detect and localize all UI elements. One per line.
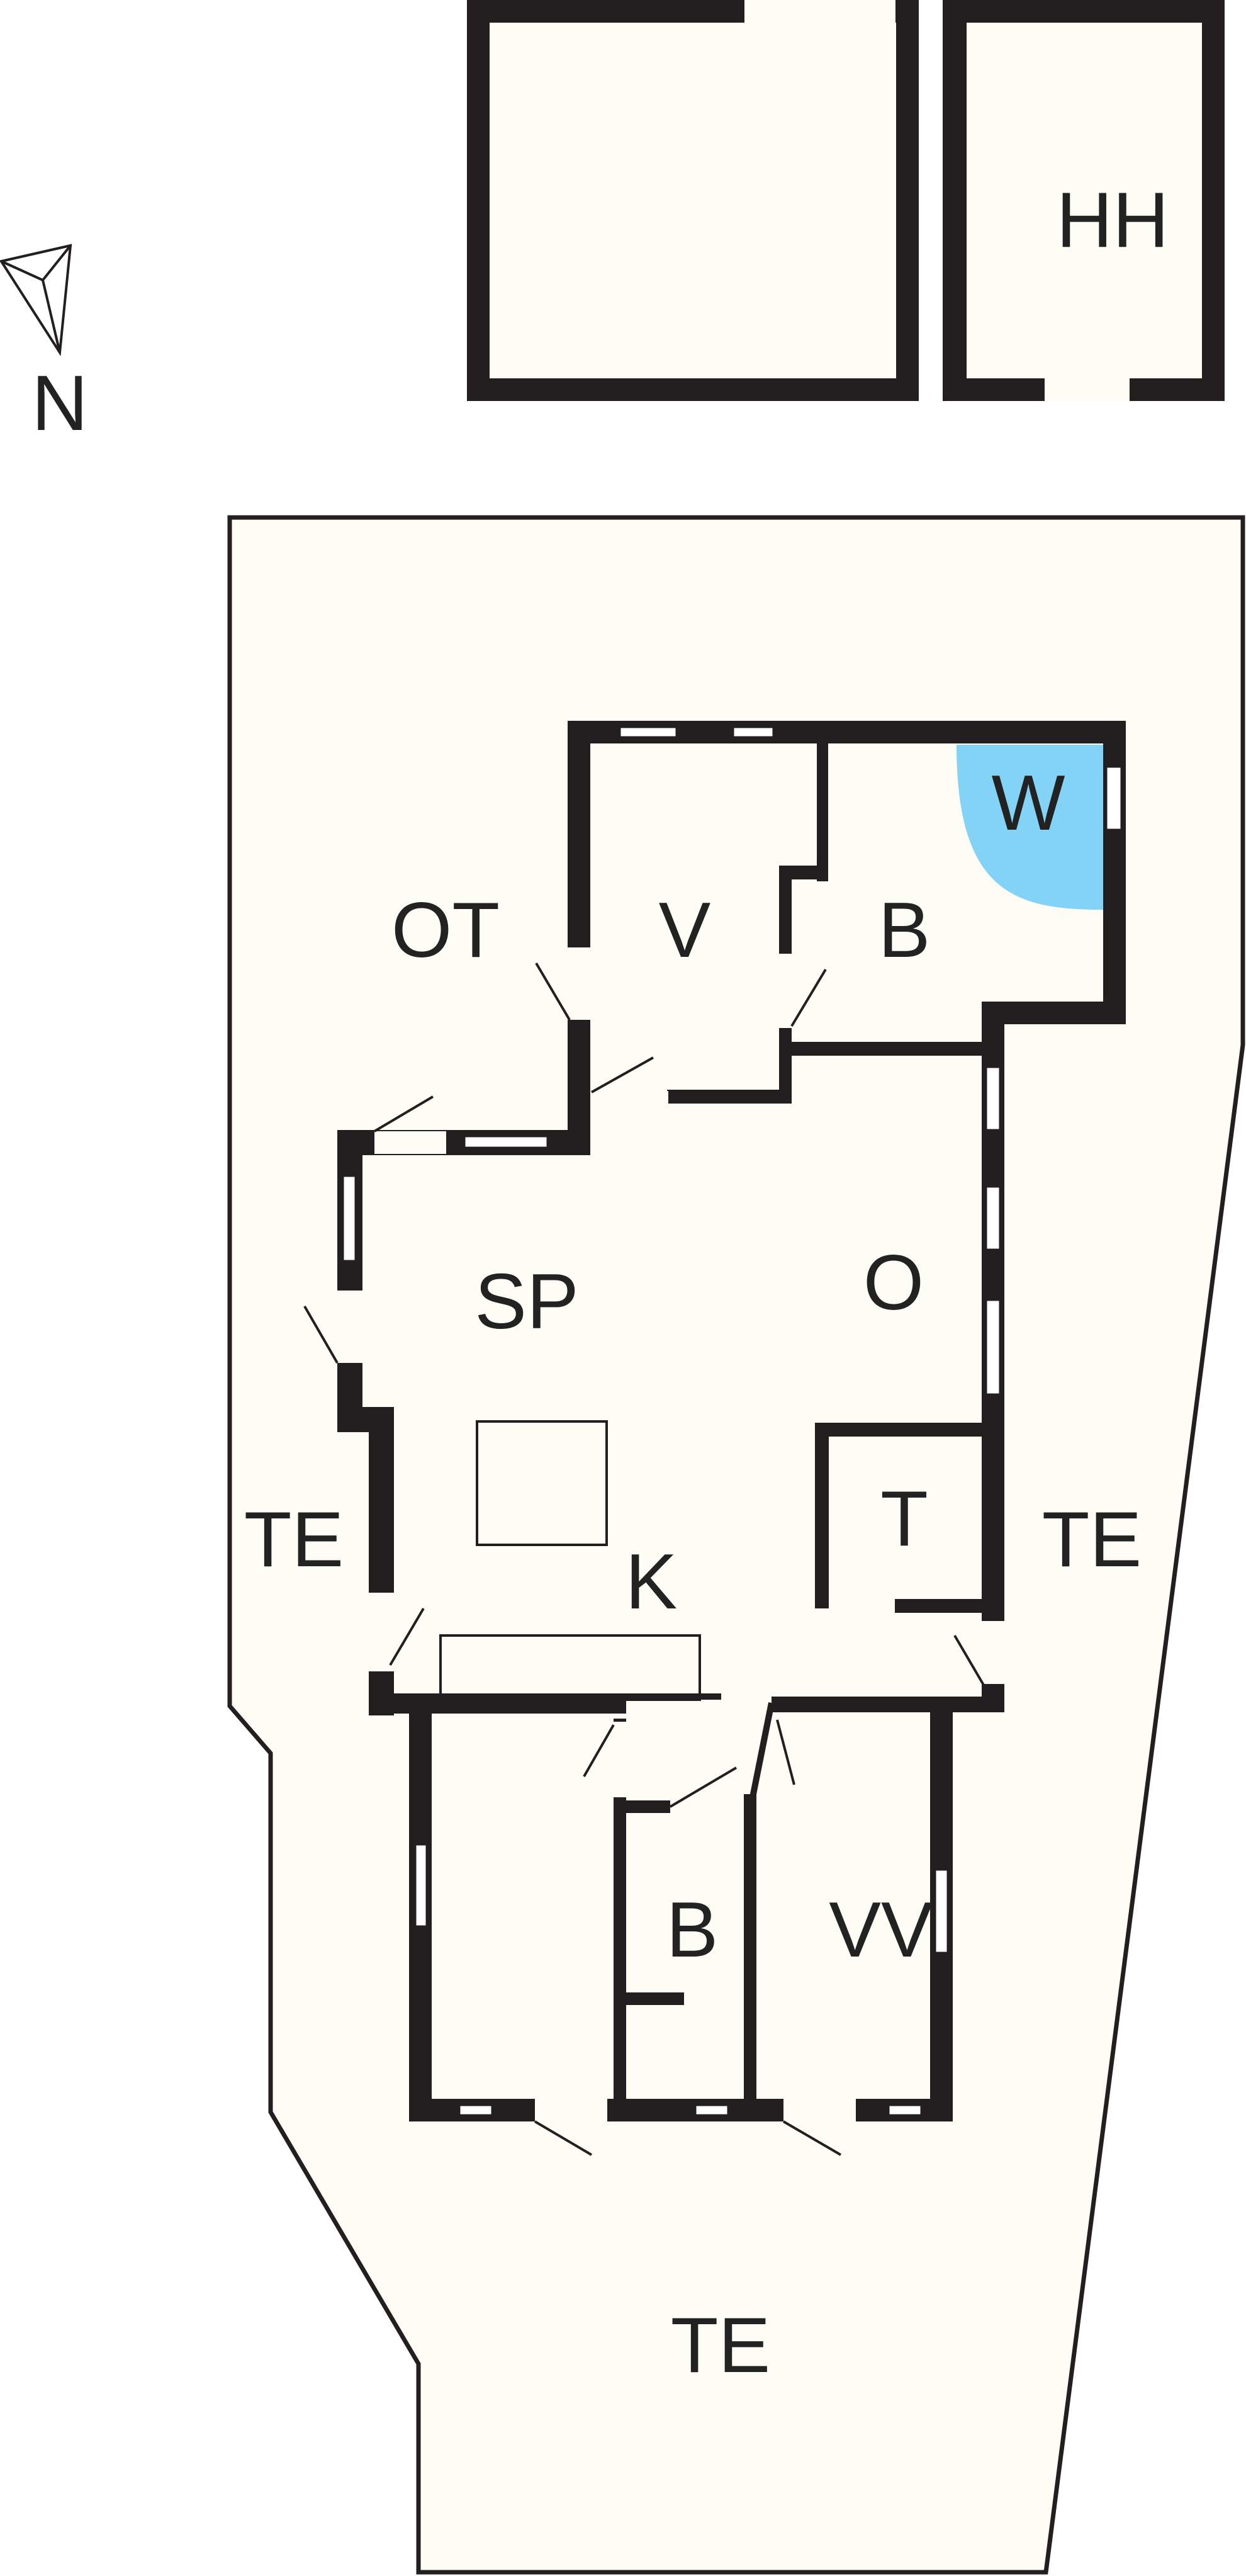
room-label-hh: HH (1056, 177, 1169, 264)
room-label-sp: SP (474, 1258, 578, 1345)
room-label-t: T (880, 1476, 928, 1562)
door-swings (303, 962, 986, 2156)
room-label-b-upper: B (878, 887, 931, 974)
outbuilding-left (467, 0, 919, 401)
room-label-ot: OT (391, 887, 500, 974)
compass-icon (0, 244, 72, 356)
outbuilding-hh (943, 0, 1225, 401)
north-label: N (31, 360, 88, 447)
room-label-o: O (863, 1240, 924, 1326)
wet-area (957, 745, 1103, 910)
room-label-b-lower: B (666, 1887, 719, 1974)
windows (342, 726, 1123, 2116)
room-label-te-left: TE (244, 1496, 344, 1583)
room-label-te-bottom: TE (671, 2302, 770, 2389)
room-label-vv: VV (829, 1887, 933, 1974)
room-label-te-right: TE (1042, 1496, 1142, 1583)
room-label-k: K (626, 1539, 678, 1625)
kitchen-counter (439, 1634, 701, 1701)
kitchen-island (476, 1420, 608, 1546)
room-label-v: V (659, 887, 711, 974)
wall-openings (337, 947, 1004, 2121)
room-label-w: W (991, 760, 1065, 847)
